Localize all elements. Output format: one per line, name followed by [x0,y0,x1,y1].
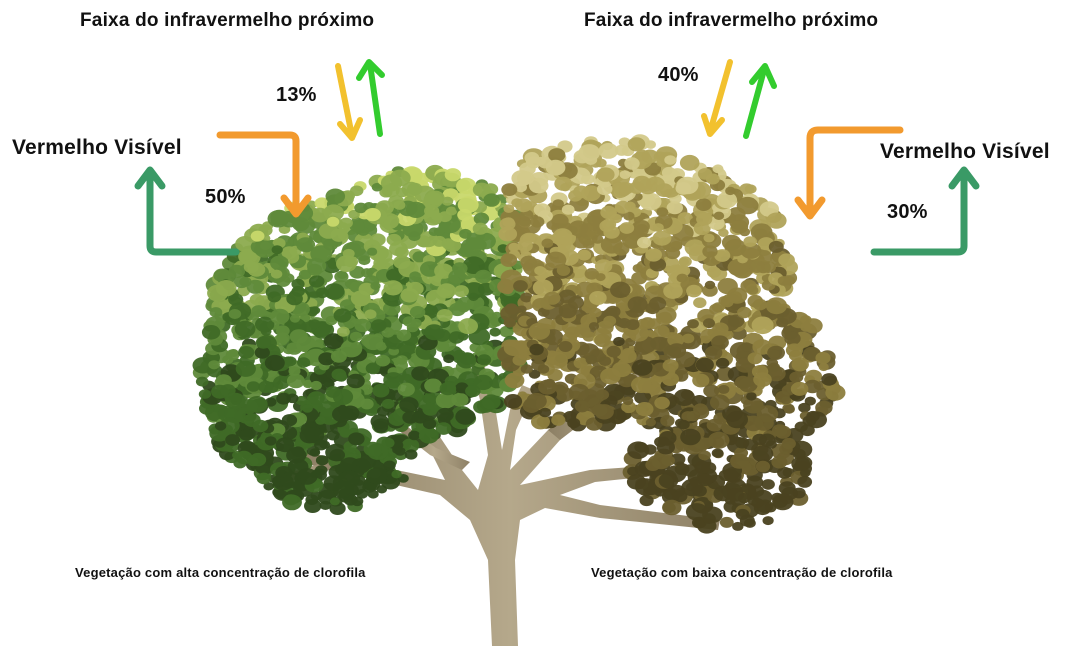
right-nir-incident-arrow [701,59,733,137]
right-nir-reflected-arrow [743,63,777,139]
left-nir-band-title: Faixa do infravermelho próximo [80,10,375,31]
right-caption: Vegetação com baixa concentração de clor… [591,565,893,580]
left-nir-reflected-arrow [356,59,385,137]
left-nir-incident-arrow [335,63,363,141]
right-visible-red-reflected-arrow [870,166,980,256]
left-visible-red-incident-arrow [216,131,312,218]
right-visible-red-percent: 30% [887,201,928,223]
right-visible-red-incident-arrow [794,126,904,220]
tree-foliage [192,134,846,534]
left-visible-red-reflected-arrow [134,166,240,256]
left-visible-red-title: Vermelho Visível [12,136,182,159]
right-visible-red-title: Vermelho Visível [880,140,1050,163]
left-visible-red-percent: 50% [205,186,246,208]
right-nir-percent: 40% [658,64,699,86]
right-nir-band-title: Faixa do infravermelho próximo [584,10,879,31]
left-caption: Vegetação com alta concentração de cloro… [75,565,366,580]
left-nir-percent: 13% [276,84,317,106]
